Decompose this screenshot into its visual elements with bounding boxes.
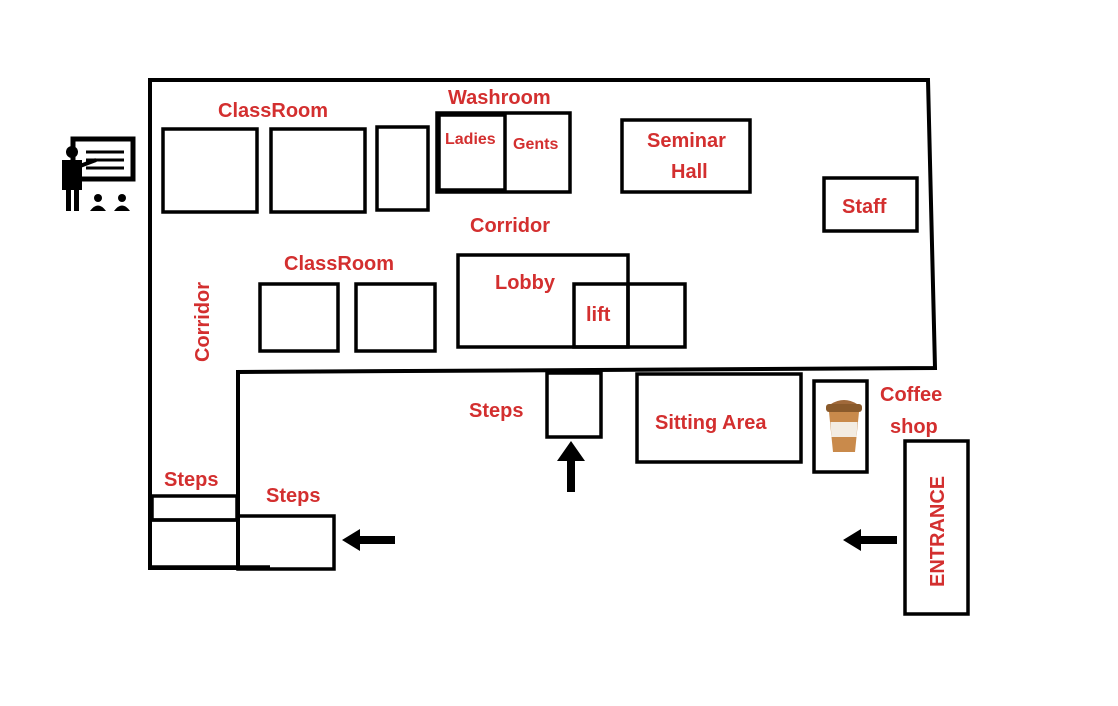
entrance: [903, 439, 970, 616]
staff-room: [822, 176, 919, 233]
ladies-label: Ladies: [445, 131, 496, 148]
classroom-top-label: ClassRoom: [218, 100, 328, 122]
classroom-2: [269, 127, 367, 214]
steps-left-upper: [150, 494, 239, 522]
classroom-3: [375, 125, 430, 212]
gents-label: Gents: [513, 136, 558, 153]
staff-label: Staff: [842, 196, 887, 218]
coffee-label-line2: shop: [890, 416, 938, 438]
seminar-label-line1: Seminar: [647, 130, 726, 152]
lobby: [456, 253, 630, 349]
arrow-icon: [843, 529, 897, 551]
corridor-top-label: Corridor: [470, 215, 550, 237]
steps-left-lower-label: Steps: [266, 485, 320, 507]
classroom-4: [258, 282, 340, 353]
steps-left-lower-box: [236, 514, 336, 571]
classroom-1: [161, 127, 259, 214]
arrow-icon: [557, 441, 585, 492]
seminar-hall: [620, 118, 752, 194]
teacher-board-icon: [62, 136, 136, 211]
washroom-block: [435, 111, 572, 194]
sitting-area-label: Sitting Area: [655, 412, 767, 434]
steps-left-upper-label: Steps: [164, 469, 218, 491]
steps-center: [545, 371, 603, 439]
classroom-5: [354, 282, 437, 353]
sitting-area: [635, 372, 803, 464]
steps-center-label: Steps: [469, 400, 523, 422]
washroom-label: Washroom: [448, 87, 551, 109]
coffee-shop: [812, 379, 869, 474]
entrance-label: ENTRANCE: [927, 476, 949, 587]
lift-label: lift: [586, 304, 611, 326]
coffee-cup-icon: [826, 400, 862, 452]
classroom-mid-label: ClassRoom: [284, 253, 394, 275]
arrow-icon: [342, 529, 395, 551]
corridor-left-label: Corridor: [192, 282, 214, 362]
lobby-label: Lobby: [495, 272, 556, 294]
coffee-label-line1: Coffee: [880, 384, 942, 406]
ladies-room: [437, 113, 507, 192]
seminar-label-line2: Hall: [671, 161, 708, 183]
